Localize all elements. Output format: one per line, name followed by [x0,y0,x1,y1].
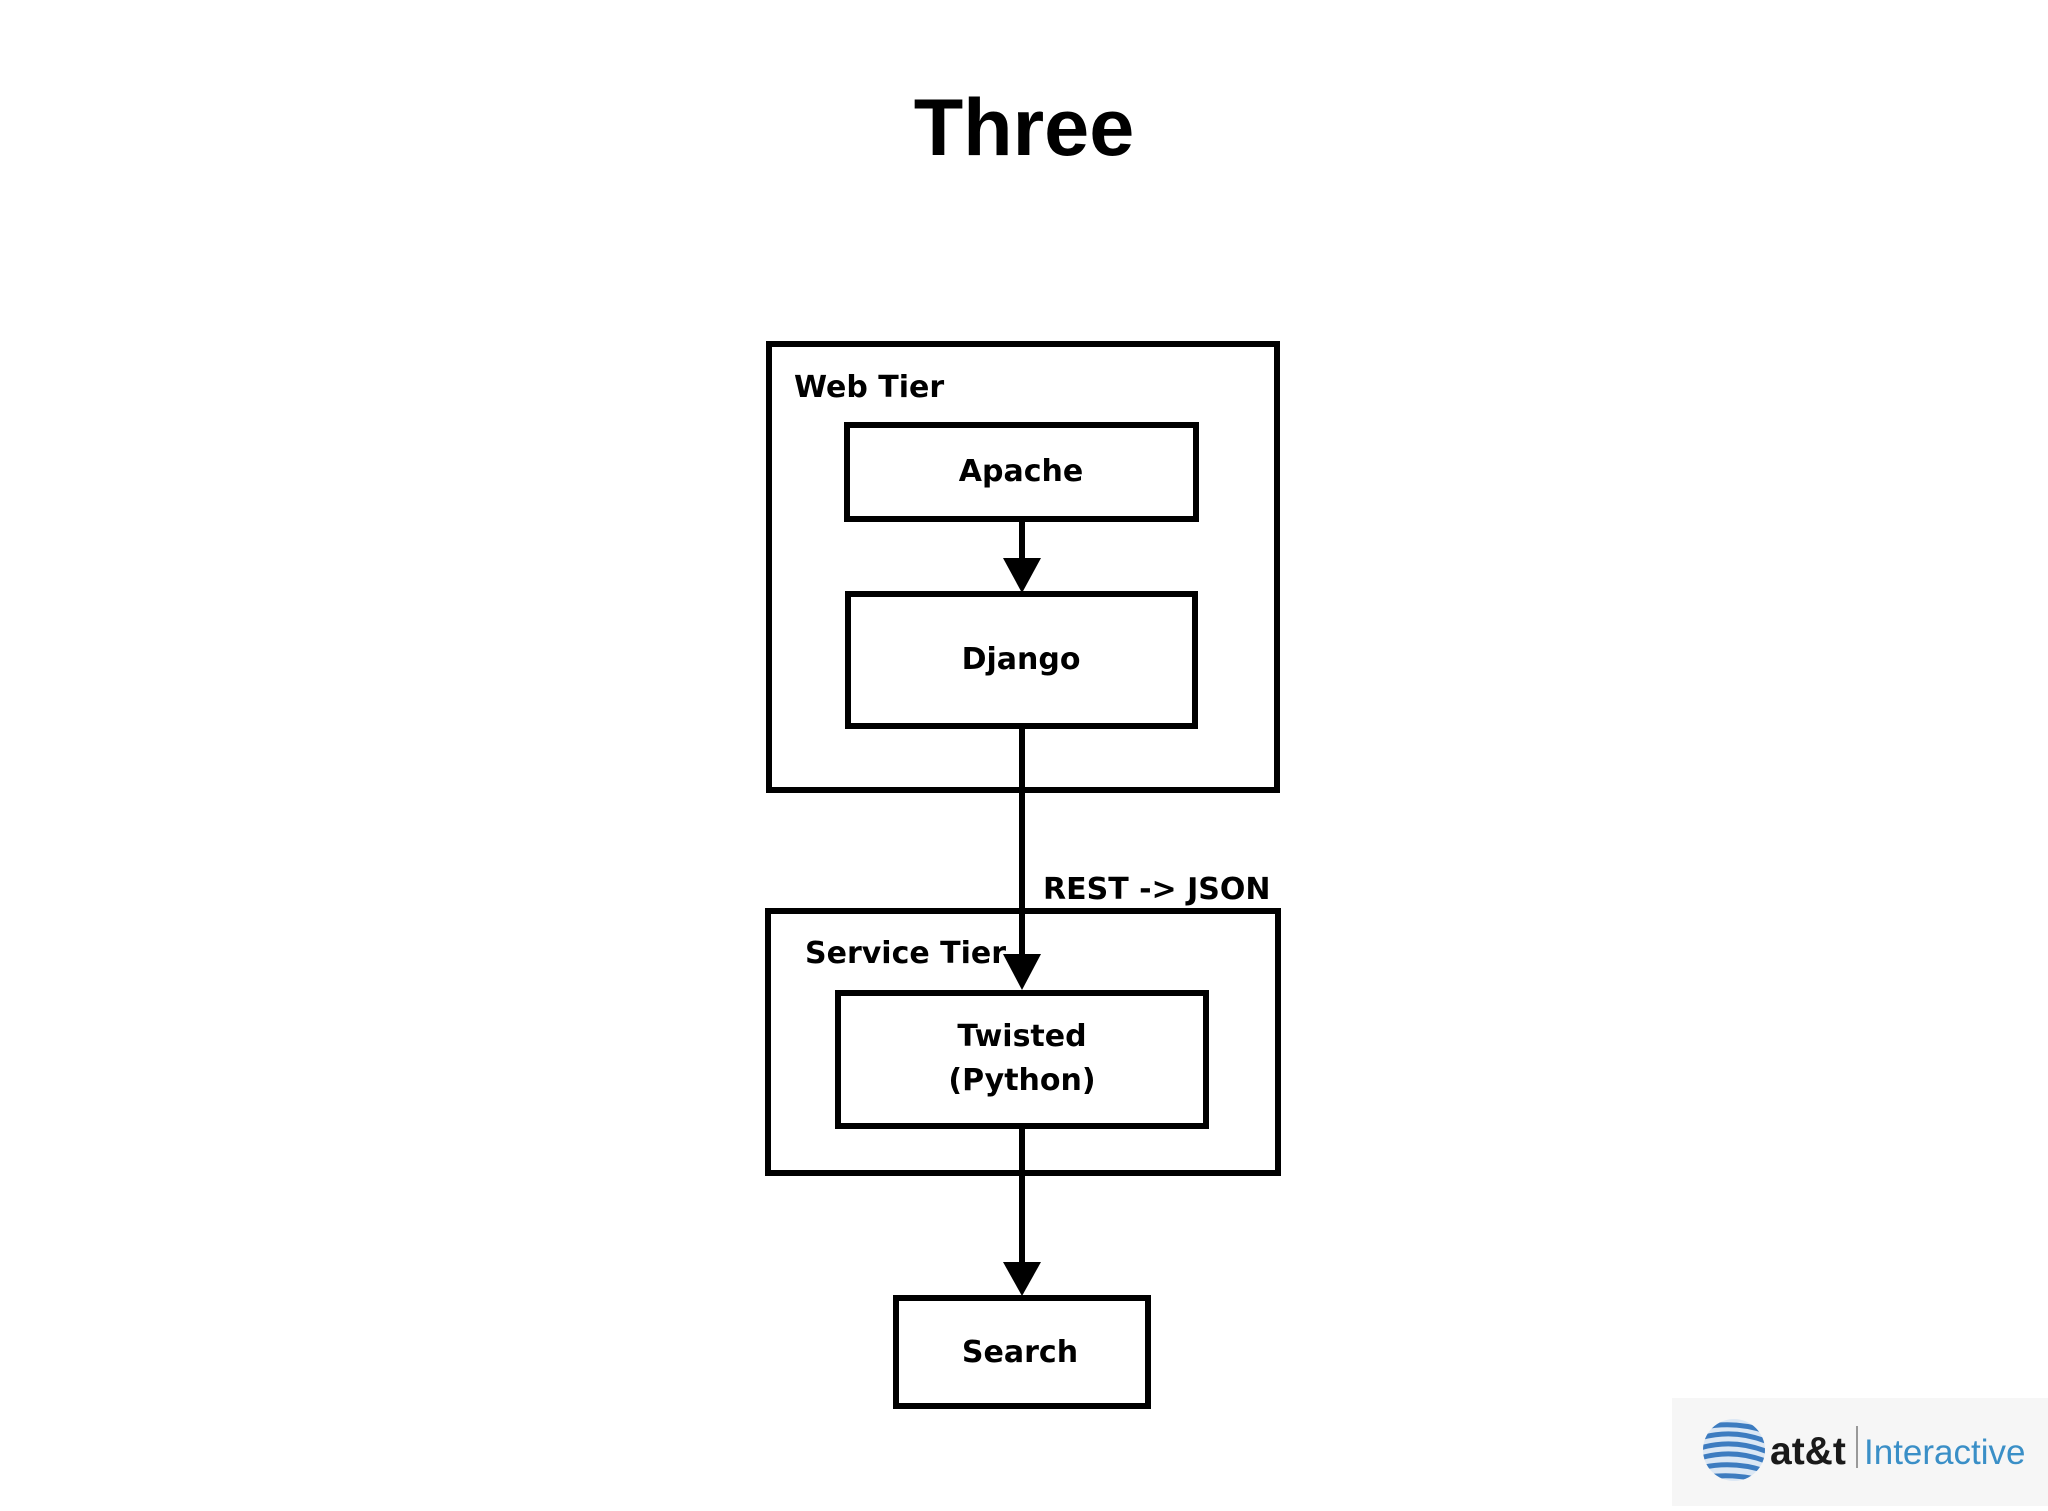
att-globe-icon: at&t Interactive [1703,1419,2025,1481]
twisted-label-line1: Twisted [957,1019,1086,1054]
search-node [893,1295,1151,1409]
logo-brand-text: at&t [1770,1430,1846,1473]
twisted-label-line2: (Python) [948,1063,1095,1098]
service-tier-label: Service Tier [805,936,1006,971]
arrowhead-to-django [1003,558,1041,593]
arrowhead-to-twisted [1003,954,1041,990]
att-interactive-logo: at&t Interactive [1672,1398,2048,1506]
logo-product-text: Interactive [1864,1433,2025,1472]
web-tier-label: Web Tier [794,370,944,405]
arrowhead-to-search [1003,1262,1041,1296]
edge-label-rest-json: REST -> JSON [1043,872,1271,907]
apache-label: Apache [959,454,1083,489]
twisted-node [835,990,1209,1129]
django-label: Django [962,642,1081,677]
slide-title: Three [913,83,1135,173]
search-label: Search [962,1335,1078,1370]
